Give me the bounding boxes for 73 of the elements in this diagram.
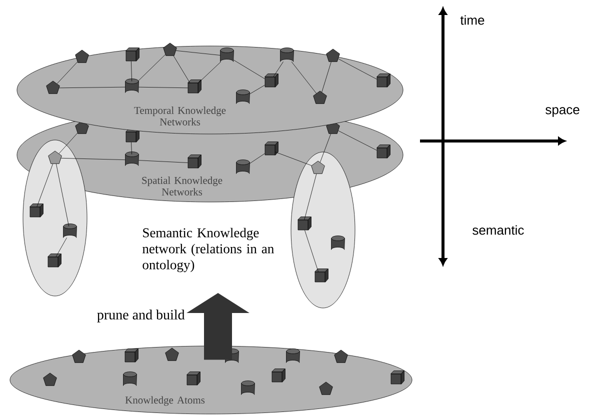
pentagon-icon bbox=[311, 160, 325, 174]
cylinder-icon bbox=[225, 348, 239, 363]
connector-line bbox=[275, 152, 312, 166]
pentagon-icon bbox=[72, 350, 86, 363]
connector-line bbox=[304, 230, 318, 272]
cylinder-icon bbox=[63, 224, 77, 238]
edge-label: prune and build bbox=[96, 308, 186, 324]
cube-icon bbox=[272, 368, 286, 382]
connector-line bbox=[338, 130, 377, 151]
cylinder-icon bbox=[125, 152, 139, 166]
connector-line bbox=[59, 86, 126, 88]
pentagon-icon bbox=[313, 90, 327, 104]
cube-icon bbox=[48, 254, 62, 268]
cube-icon bbox=[264, 142, 278, 156]
connector-line bbox=[173, 56, 190, 83]
cylinder-icon bbox=[125, 78, 139, 93]
connector-line bbox=[322, 62, 332, 92]
cube-icon bbox=[314, 268, 328, 282]
pentagon-icon bbox=[334, 350, 348, 363]
pentagon-icon bbox=[43, 372, 57, 386]
pentagon-icon bbox=[163, 42, 177, 56]
pentagon-icon bbox=[46, 80, 60, 94]
group-ellipse bbox=[22, 140, 88, 296]
cylinder-icon bbox=[220, 48, 234, 62]
cube-icon bbox=[124, 348, 138, 362]
pentagon-icon bbox=[48, 150, 62, 164]
connector-line bbox=[56, 62, 78, 84]
cylinder-icon bbox=[241, 380, 255, 395]
connector-line bbox=[176, 50, 220, 56]
network-caption: Semantic Knowledge network (relations in an ontology) bbox=[142, 228, 274, 272]
cylinder-icon bbox=[286, 348, 300, 363]
connector-line bbox=[304, 174, 317, 220]
cube-icon bbox=[126, 48, 140, 62]
connector-line bbox=[36, 164, 54, 207]
cube-icon bbox=[390, 370, 404, 384]
cylinder-icon bbox=[236, 160, 250, 174]
connector-line bbox=[60, 158, 126, 160]
connector-line bbox=[58, 132, 78, 154]
cylinder-icon bbox=[236, 90, 250, 104]
cube-icon bbox=[30, 204, 44, 218]
pentagon-icon bbox=[75, 50, 89, 63]
cylinder-icon bbox=[123, 372, 137, 386]
cube-icon bbox=[298, 216, 312, 230]
cube-icon bbox=[376, 74, 390, 88]
pentagon-icon bbox=[326, 48, 340, 62]
connector-line bbox=[234, 60, 265, 80]
connector-line bbox=[338, 58, 377, 80]
cube-icon bbox=[264, 74, 278, 88]
axis-label: space bbox=[546, 107, 580, 117]
cube-icon bbox=[188, 80, 202, 94]
cylinder-icon bbox=[280, 48, 294, 62]
cube-icon bbox=[376, 144, 390, 158]
cube-icon bbox=[186, 372, 200, 386]
pentagon-icon bbox=[319, 382, 333, 395]
connector-line bbox=[250, 84, 265, 94]
connector-line bbox=[56, 238, 67, 257]
connector-line bbox=[320, 134, 331, 162]
cube-icon bbox=[188, 154, 202, 168]
axis-label: semantic bbox=[472, 225, 524, 235]
pentagon-icon bbox=[165, 348, 179, 361]
connector-line bbox=[131, 142, 132, 154]
connector-line bbox=[250, 153, 265, 164]
connector-line bbox=[273, 62, 284, 77]
connector-line bbox=[291, 62, 317, 94]
connector-line bbox=[138, 86, 188, 88]
group-ellipse bbox=[290, 152, 356, 308]
axis-label: time bbox=[460, 15, 484, 25]
connector-line bbox=[198, 62, 222, 84]
connector-line bbox=[56, 164, 70, 226]
cylinder-icon bbox=[331, 236, 345, 250]
connector-line bbox=[130, 61, 132, 82]
pentagon-icon bbox=[75, 120, 89, 134]
connector-line bbox=[138, 54, 166, 82]
